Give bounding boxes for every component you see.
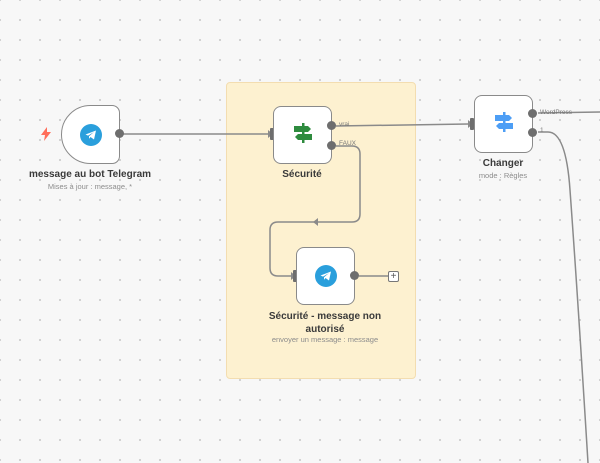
telegram-icon <box>314 265 337 287</box>
signpost-icon <box>492 110 516 139</box>
trigger-node-title: message au bot Telegram <box>28 169 152 180</box>
switch-input-port[interactable] <box>470 118 474 130</box>
switch-node-title: Changer <box>482 158 524 169</box>
unauthorized-output-port[interactable] <box>350 271 359 280</box>
unauthorized-message-node[interactable] <box>296 247 355 305</box>
trigger-output-port[interactable] <box>115 129 124 138</box>
switch-output-0-port[interactable] <box>528 109 537 118</box>
arrow-head-false-branch <box>313 218 318 226</box>
security-output-true-port[interactable] <box>327 121 336 130</box>
add-node-button[interactable]: + <box>388 271 399 282</box>
security-input-port[interactable] <box>270 128 274 140</box>
signpost-icon <box>291 121 315 150</box>
security-output-false-label: FAUX <box>339 140 356 147</box>
telegram-trigger-node[interactable] <box>61 105 120 164</box>
security-output-true-label: vrai <box>339 121 350 128</box>
trigger-node-subtitle: Mises à jour : message, * <box>47 182 133 191</box>
telegram-icon <box>79 123 102 146</box>
connection-switch-output0 <box>537 111 600 114</box>
security-node-title: Sécurité <box>282 169 322 180</box>
lightning-bolt-icon <box>40 127 52 146</box>
switch-output-0-label: WordPress <box>540 109 573 116</box>
unauthorized-node-title: Sécurité - message non autorisé <box>268 311 382 335</box>
unauthorized-node-subtitle: envoyer un message : message <box>271 335 379 344</box>
security-if-node[interactable] <box>273 106 332 164</box>
switch-output-1-label: 1 <box>540 127 544 134</box>
unauthorized-input-port[interactable] <box>293 270 297 282</box>
connection-security-true-to-switch <box>335 123 469 127</box>
switch-output-1-port[interactable] <box>528 128 537 137</box>
switch-node-subtitle: mode : Règles <box>478 171 528 180</box>
security-output-false-port[interactable] <box>327 141 336 150</box>
switch-node[interactable] <box>474 95 533 153</box>
connection-switch-output1 <box>538 131 589 463</box>
